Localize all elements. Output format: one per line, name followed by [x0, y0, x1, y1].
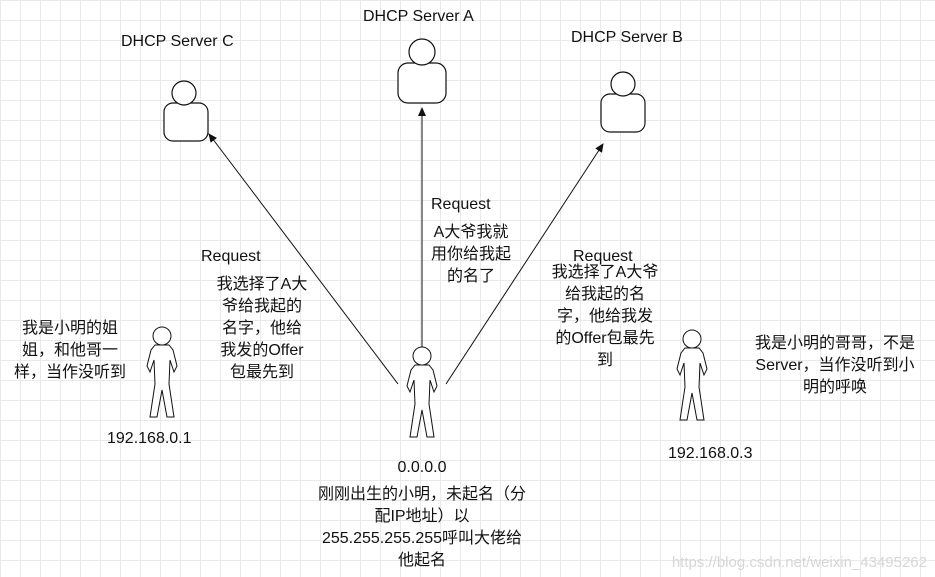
- request-arrow-to-b: [445, 143, 604, 385]
- client-center-note-line: 刚刚出生的小明，未起名（分: [317, 486, 526, 503]
- request-arrow-to-c: [208, 133, 399, 385]
- message-to-b-line: 我选择了A大爷: [551, 264, 659, 281]
- message-to-c: 我选择了A大 爷给我起的 名字，他给 我发的Offer 包最先到: [200, 274, 324, 384]
- client-left-note-line: 姐，和他哥一: [21, 342, 118, 359]
- client-center-note: 刚刚出生的小明，未起名（分 配IP地址）以 255.255.255.255呼叫大…: [317, 484, 527, 572]
- message-to-c-line: 爷给我起的: [221, 298, 302, 315]
- client-center-stick-figure-icon: [406, 346, 438, 438]
- client-left-note-line: 我是小明的姐: [21, 320, 118, 337]
- message-to-b-line: 的Offer包最先: [555, 330, 655, 347]
- message-to-b-line: 字，他给我发: [556, 308, 653, 325]
- server-b-label: DHCP Server B: [571, 29, 683, 46]
- client-center-ip: 0.0.0.0: [397, 459, 447, 476]
- server-a-icon: [397, 38, 447, 104]
- message-to-b-line: 给我起的名: [564, 286, 645, 303]
- server-b-icon: [600, 71, 646, 133]
- client-center-note-line: 255.255.255.255呼叫大佬给: [321, 530, 523, 547]
- message-to-b: 我选择了A大爷 给我起的名 字，他给我发 的Offer包最先 到: [540, 262, 670, 372]
- message-to-c-line: 名字，他给: [221, 320, 302, 337]
- client-right-stick-figure-icon: [676, 329, 708, 421]
- client-left-note: 我是小明的姐 姐，和他哥一 样，当作没听到: [8, 318, 132, 384]
- client-right-note-line: 明的呼唤: [802, 379, 867, 396]
- request-label-a: Request: [431, 196, 491, 213]
- request-label-b: Request: [573, 248, 633, 265]
- message-to-a-line: A大爷我就: [433, 224, 509, 241]
- client-center-note-line: 配IP地址）以: [374, 508, 470, 525]
- message-to-a-line: 的名了: [446, 268, 495, 285]
- client-right-note-line: 我是小明的哥哥，不是: [754, 335, 915, 352]
- server-c-label: DHCP Server C: [121, 33, 234, 50]
- message-to-a-line: 用你给我起: [430, 246, 511, 263]
- server-c-icon: [163, 80, 209, 142]
- message-to-b-line: 到: [596, 352, 613, 369]
- client-left-note-line: 样，当作没听到: [13, 364, 126, 381]
- client-center-note-line: 他起名: [397, 552, 446, 569]
- message-to-a: A大爷我就 用你给我起 的名了: [416, 222, 526, 288]
- watermark: https://blog.csdn.net/weixin_43495262: [671, 554, 927, 571]
- message-to-c-line: 我发的Offer: [220, 342, 304, 359]
- client-right-note-line: Server，当作没听到小: [755, 357, 915, 374]
- message-to-c-line: 包最先到: [229, 364, 294, 381]
- message-to-c-line: 我选择了A大: [216, 276, 308, 293]
- client-left-stick-figure-icon: [146, 326, 178, 418]
- client-left-ip: 192.168.0.1: [107, 430, 192, 447]
- server-a-label: DHCP Server A: [363, 8, 474, 25]
- client-right-note: 我是小明的哥哥，不是 Server，当作没听到小 明的呼唤: [747, 333, 923, 399]
- client-right-ip: 192.168.0.3: [668, 445, 753, 462]
- request-label-c: Request: [201, 248, 261, 265]
